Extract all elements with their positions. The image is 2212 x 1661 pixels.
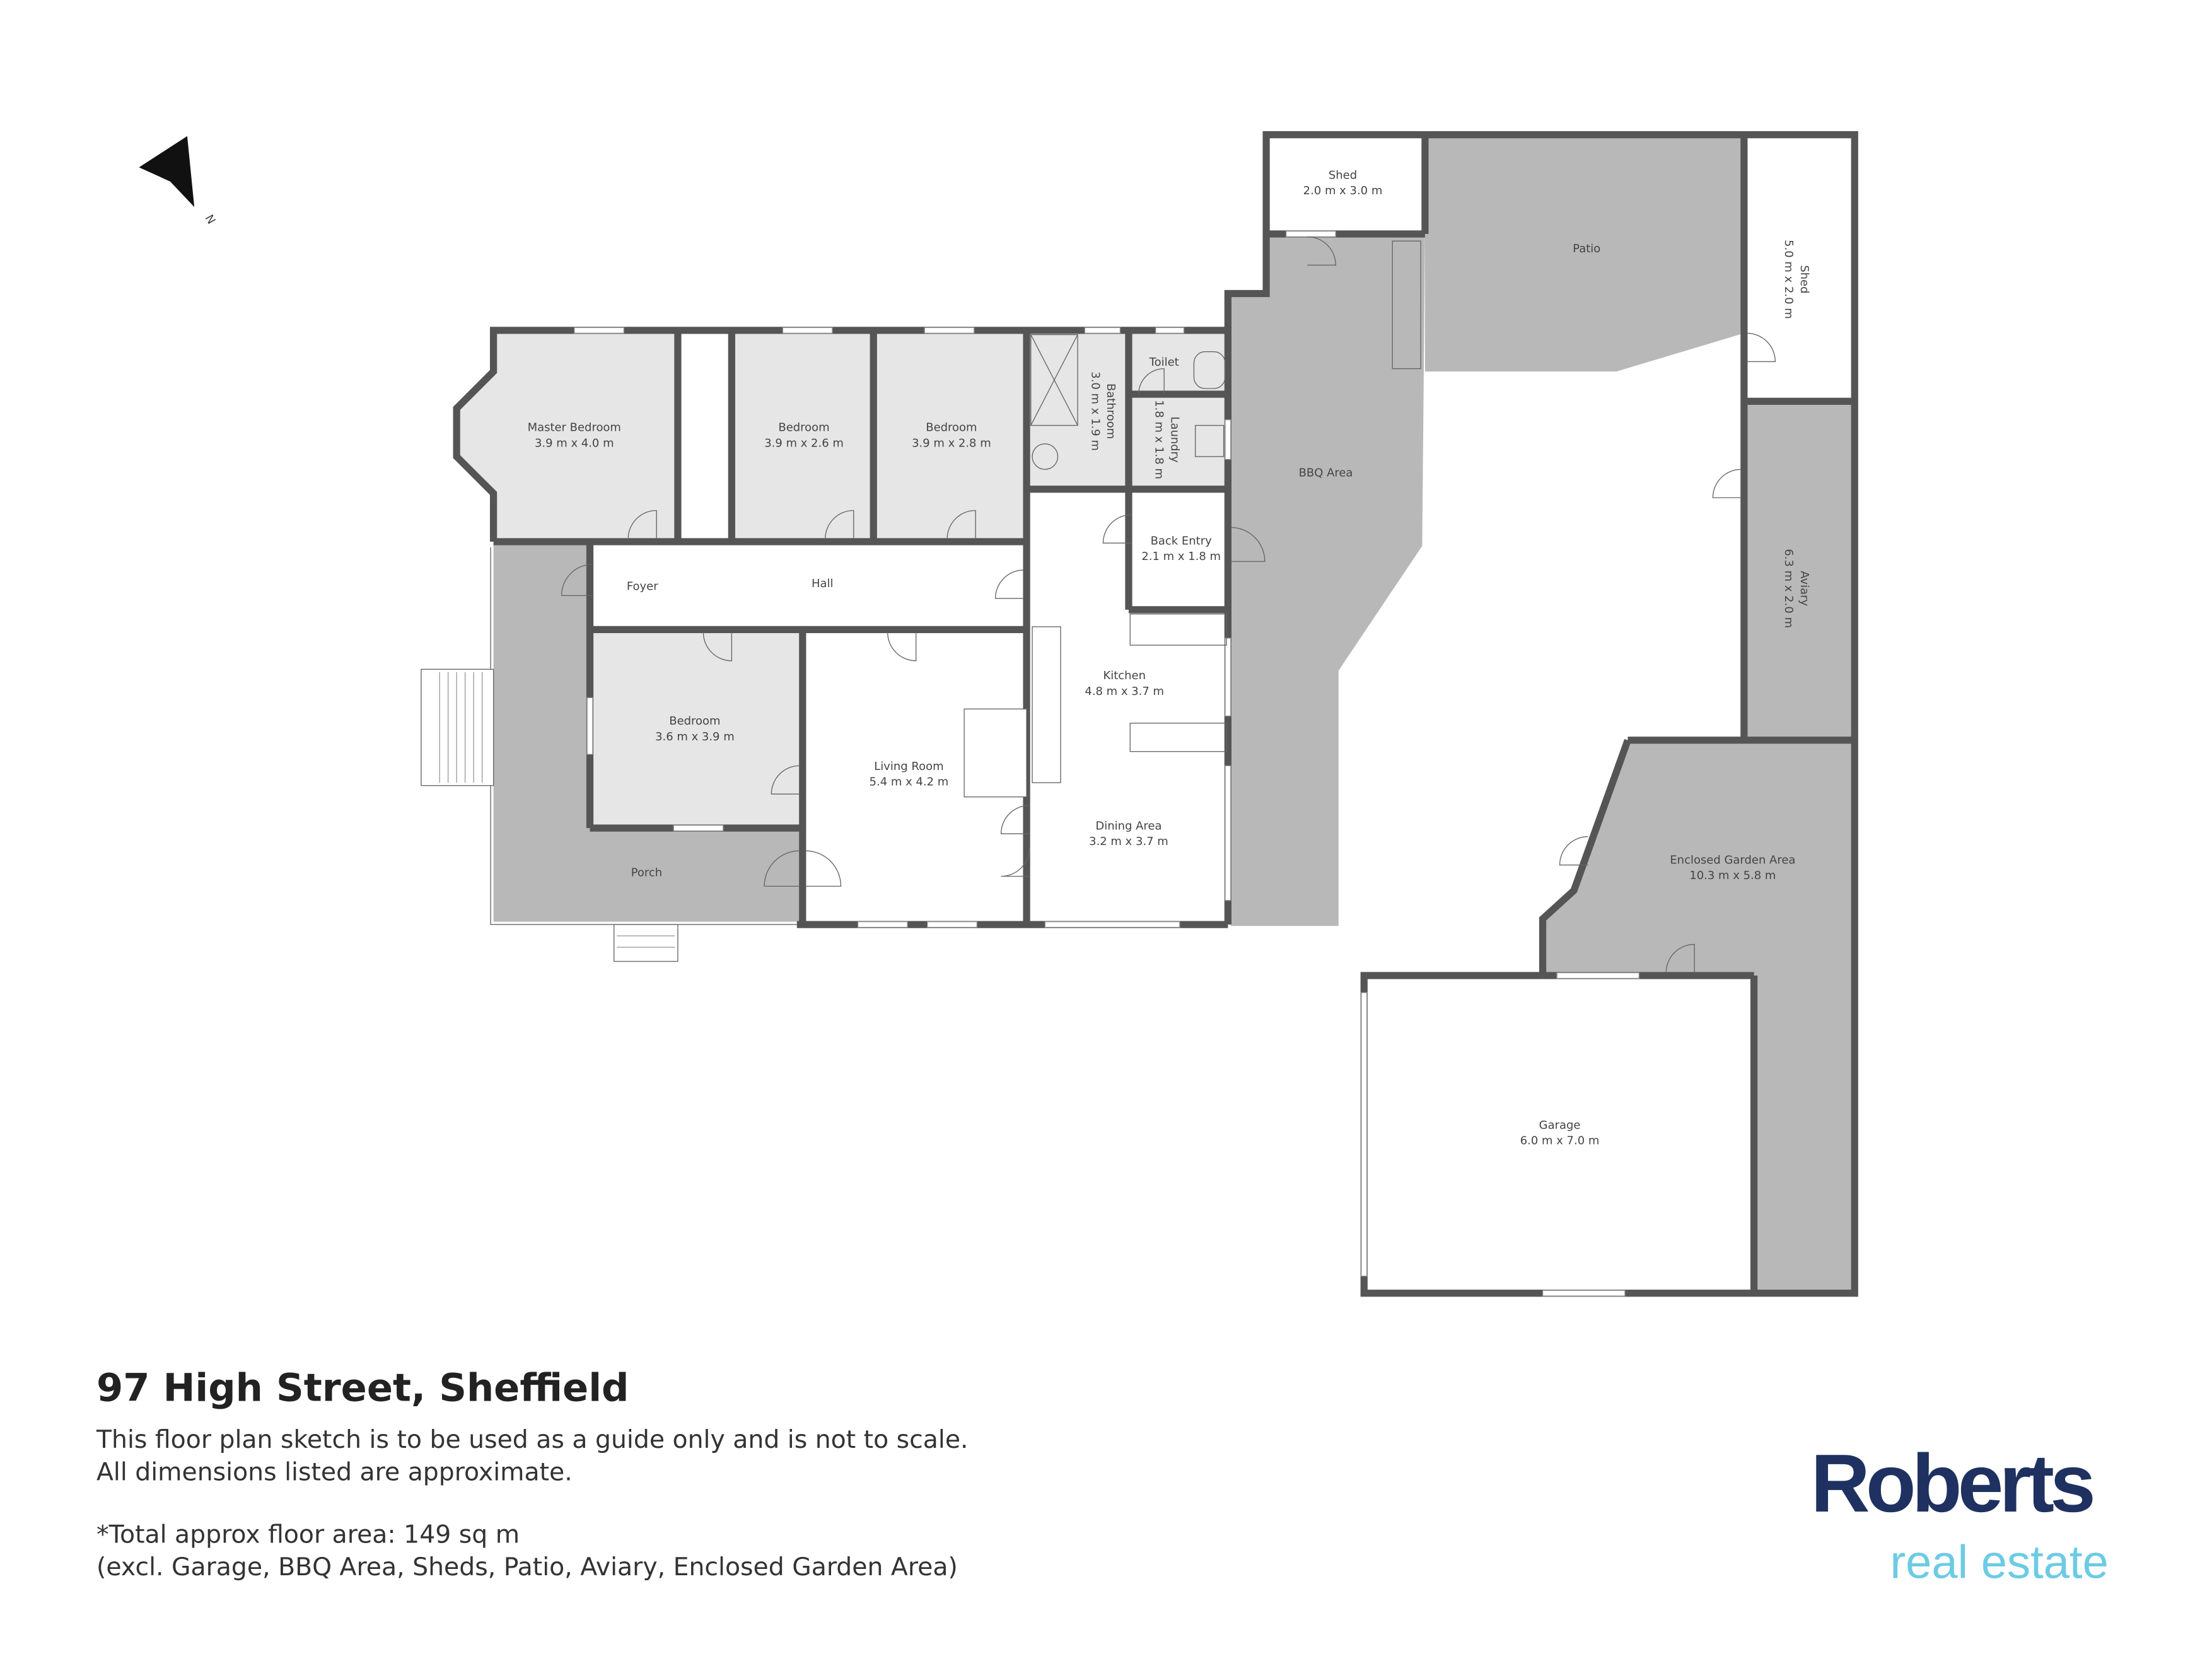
garage-dims: 6.0 m x 7.0 m — [1520, 1134, 1600, 1148]
bedroom-2-label: Bedroom 3.9 m x 2.6 m — [764, 421, 844, 450]
shed-1-label: Shed 2.0 m x 3.0 m — [1303, 168, 1383, 197]
master-bedroom-dims: 3.9 m x 4.0 m — [535, 436, 614, 450]
kitchen-label: Kitchen 4.8 m x 3.7 m — [1085, 669, 1164, 698]
north-arrow-icon: N — [139, 136, 218, 226]
enclosed-garden-label: Enclosed Garden Area 10.3 m x 5.8 m — [1670, 853, 1795, 882]
back-entry-label: Back Entry 2.1 m x 1.8 m — [1141, 534, 1221, 563]
living-room-label: Living Room 5.4 m x 4.2 m — [870, 760, 949, 789]
fixtures — [963, 240, 1421, 798]
dining-area-label: Dining Area 3.2 m x 3.7 m — [1089, 819, 1168, 848]
porch-label: Porch — [631, 866, 662, 880]
roberts-real-estate-logo: Roberts real estate — [1811, 1437, 2109, 1588]
laundry-dims: 1.8 m x 1.8 m — [1153, 400, 1166, 479]
master-bedroom-name: Master Bedroom — [528, 421, 621, 434]
bedroom-3-name: Bedroom — [926, 421, 977, 434]
walls — [453, 131, 1858, 1297]
floor-area-exclusions: (excl. Garage, BBQ Area, Sheds, Patio, A… — [96, 1553, 958, 1582]
porch-area — [493, 541, 803, 922]
laundry-label: Laundry 1.8 m x 1.8 m — [1153, 400, 1182, 479]
garage-label: Garage 6.0 m x 7.0 m — [1520, 1119, 1600, 1148]
laundry-name: Laundry — [1168, 416, 1181, 463]
living-room-dims: 5.4 m x 4.2 m — [870, 776, 949, 789]
enclosed-garden-area — [1542, 740, 1855, 1293]
hall-label: Hall — [812, 577, 834, 590]
bedroom-2 — [731, 330, 874, 542]
kitchen-name: Kitchen — [1103, 669, 1146, 682]
side-steps — [421, 668, 494, 786]
patio-area — [1424, 134, 1744, 372]
bbq-area-label: BBQ Area — [1299, 467, 1353, 480]
bedroom-2-dims: 3.9 m x 2.6 m — [764, 436, 844, 450]
bathroom-dims: 3.0 m x 1.9 m — [1089, 371, 1102, 451]
enclosed-garden-name: Enclosed Garden Area — [1670, 853, 1795, 866]
bedroom-4 — [590, 629, 803, 829]
toilet-label: Toilet — [1149, 356, 1179, 369]
front-steps — [614, 924, 678, 962]
enclosed-garden-dims: 10.3 m x 5.8 m — [1689, 869, 1776, 882]
back-entry-name: Back Entry — [1151, 534, 1213, 547]
property-address-title: 97 High Street, Sheffield — [96, 1367, 629, 1411]
foyer-label: Foyer — [627, 580, 658, 593]
shed-2-label: Shed 5.0 m x 2.0 m — [1782, 240, 1811, 319]
master-bedroom-label: Master Bedroom 3.9 m x 4.0 m — [528, 421, 621, 450]
bathroom-name: Bathroom — [1104, 383, 1117, 439]
dining-area-dims: 3.2 m x 3.7 m — [1089, 835, 1168, 848]
aviary-dims: 6.3 m x 2.0 m — [1782, 549, 1795, 628]
shed-1-dims: 2.0 m x 3.0 m — [1303, 184, 1383, 197]
aviary-label: Aviary 6.3 m x 2.0 m — [1782, 549, 1811, 628]
garage-name: Garage — [1539, 1119, 1581, 1132]
bedroom-4-dims: 3.6 m x 3.9 m — [655, 730, 735, 743]
living-room-name: Living Room — [874, 760, 943, 773]
bedroom-4-name: Bedroom — [669, 714, 720, 728]
aviary-area — [1743, 402, 1855, 740]
shed-1-name: Shed — [1329, 168, 1357, 182]
bedroom-3-label: Bedroom 3.9 m x 2.8 m — [912, 421, 991, 450]
patio-label: Patio — [1573, 242, 1600, 255]
shed-2-name: Shed — [1798, 265, 1811, 293]
disclaimer-line-1: This floor plan sketch is to be used as … — [96, 1425, 969, 1454]
shed-2-dims: 5.0 m x 2.0 m — [1782, 240, 1795, 319]
logo-roberts: Roberts — [1811, 1437, 2093, 1529]
total-floor-area: *Total approx floor area: 149 sq m — [96, 1520, 520, 1549]
bedroom-3 — [873, 330, 1027, 542]
bathroom-label: Bathroom 3.0 m x 1.9 m — [1089, 371, 1118, 451]
compass-label: N — [202, 213, 218, 226]
logo-real-estate: real estate — [1890, 1536, 2108, 1588]
windows — [574, 230, 1640, 1297]
dining-area-name: Dining Area — [1095, 819, 1161, 832]
bbq-area — [1230, 234, 1425, 926]
disclaimer-line-2: All dimensions listed are approximate. — [96, 1458, 573, 1487]
kitchen-dims: 4.8 m x 3.7 m — [1085, 685, 1164, 698]
bedroom-3-dims: 3.9 m x 2.8 m — [912, 436, 991, 450]
master-bedroom — [457, 330, 678, 542]
aviary-name: Aviary — [1798, 571, 1811, 606]
back-entry-dims: 2.1 m x 1.8 m — [1141, 550, 1221, 563]
bedroom-2-name: Bedroom — [778, 421, 829, 434]
doors — [561, 236, 1776, 973]
bedroom-4-label: Bedroom 3.6 m x 3.9 m — [655, 714, 735, 743]
toilet-laundry — [1128, 330, 1228, 489]
